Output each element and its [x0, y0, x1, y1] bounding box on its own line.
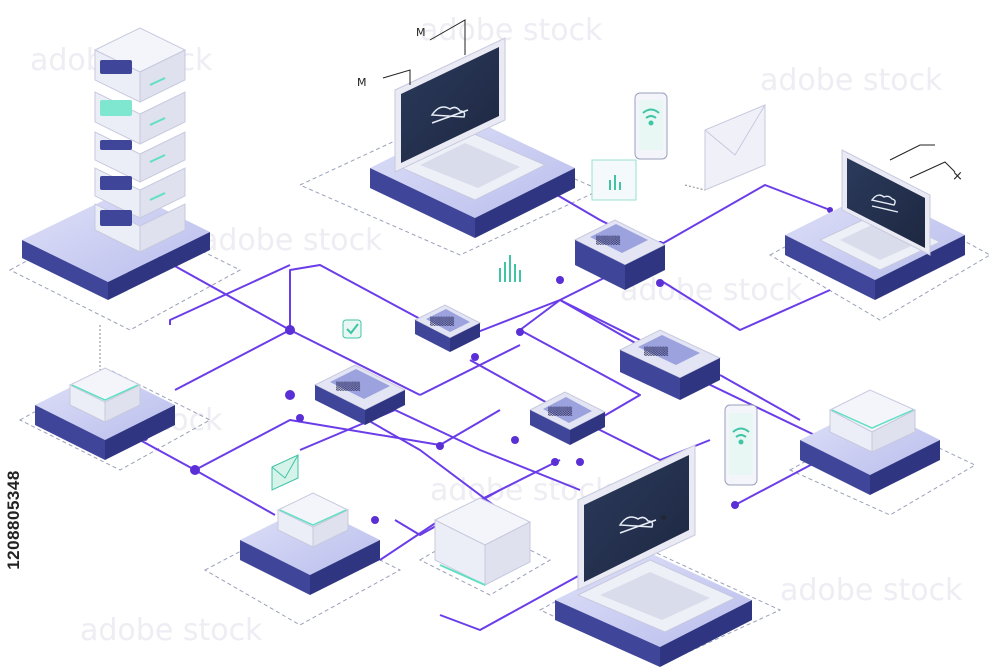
watermark-text: adobe stock: [780, 573, 963, 608]
watermark-layer: adobe stock adobe stock adobe stock adob…: [30, 13, 963, 648]
wifi-icon: [732, 427, 750, 445]
watermark-text: adobe stock: [620, 273, 803, 308]
chip-label: ▒▒▒▒▒: [430, 316, 454, 326]
chip-label: ▒▒▒▒▒: [548, 406, 572, 416]
smartphone-icon: [724, 404, 758, 486]
bar-chart-icon: [591, 159, 637, 201]
envelope-icon: [684, 104, 766, 191]
open-box-icon: [68, 325, 142, 423]
wifi-icon: [642, 108, 660, 126]
watermark-text: adobe stock: [80, 613, 263, 648]
chip-icon: ▒▒▒▒▒: [528, 391, 607, 445]
stock-id-label: 1208805348: [2, 415, 26, 625]
chip-label: ▒▒▒▒▒: [644, 346, 668, 356]
chip-label: ▒▒▒▒▒: [596, 235, 620, 245]
watermark-text: adobe stock: [200, 223, 383, 258]
chip-label: ▒▒▒▒▒: [336, 381, 360, 391]
laptop-icon: [818, 149, 942, 271]
stock-id-text: 1208805348: [4, 470, 24, 570]
right-laptop-signal: ×: [889, 144, 963, 184]
watermark-text: adobe stock: [760, 63, 943, 98]
laptop-icon: ≡: [576, 444, 737, 633]
check-icon: [342, 319, 362, 339]
server-rack-icon: [93, 27, 187, 253]
chip-icon: ▒▒▒▒▒: [618, 329, 722, 400]
smartphone-icon: [634, 92, 668, 160]
watermark-text: adobe stock: [420, 13, 603, 48]
laptop-icon: [393, 37, 547, 201]
bar-chart-icon: [499, 255, 521, 282]
cloud-icon: [618, 516, 657, 534]
chip-icon: ▒▒▒▒▒: [413, 304, 482, 352]
cloud-icon: [430, 106, 469, 124]
open-box-icon: [276, 492, 350, 548]
top-laptop-mark-2: M: [357, 76, 367, 89]
chip-icon: ▒▒▒▒▒: [573, 219, 667, 290]
top-laptop-signal: M M: [357, 19, 466, 89]
connection-nodes: [142, 207, 833, 524]
right-laptop-mark: ×: [952, 169, 963, 184]
envelope-icon: [271, 454, 299, 491]
bottom-laptop-code: ≡: [660, 513, 667, 522]
open-box-icon: [433, 497, 532, 586]
chip-icon: ▒▒▒▒▒: [313, 364, 407, 425]
top-laptop-mark-1: M: [416, 26, 426, 39]
open-box-icon: [828, 389, 917, 453]
cloud-icon: [870, 194, 899, 213]
